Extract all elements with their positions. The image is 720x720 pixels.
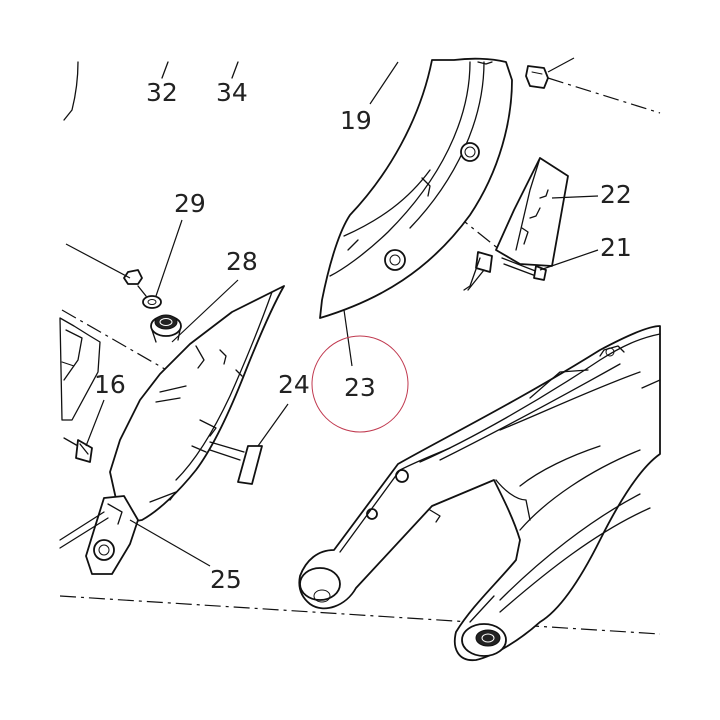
part-washer [142,295,162,309]
callout-29[interactable]: 29 [174,189,206,218]
selection-highlight-circle [311,335,409,433]
callout-labels: 32 34 19 22 21 29 28 16 24 23 25 [94,78,632,594]
callout-32[interactable]: 32 [146,78,178,107]
part-screw-29 [123,269,147,297]
mount-hole [384,249,406,271]
axis-line-bottom [59,595,661,635]
callout-34[interactable]: 34 [216,78,248,107]
part-screw-16 [63,437,93,463]
callout-24[interactable]: 24 [278,370,310,399]
callout-16[interactable]: 16 [94,370,126,399]
part-pin-24 [209,441,263,485]
callout-25[interactable]: 25 [210,565,242,594]
part-swingarm [298,325,661,661]
callout-19[interactable]: 19 [340,106,372,135]
callout-21[interactable]: 21 [600,233,632,262]
callout-28[interactable]: 28 [226,247,258,276]
part-side-cover [319,57,513,319]
mount-hole [460,142,480,162]
axis-line-top-right [547,77,661,114]
part-grommet-28 [150,314,182,343]
part-top-left-fragment [59,61,239,421]
part-clip [525,57,575,89]
part-bracket [463,157,569,291]
callout-23[interactable]: 23 [344,373,376,402]
part-cover-panel [59,285,285,575]
leader-lines [65,61,599,567]
callout-22[interactable]: 22 [600,180,632,209]
